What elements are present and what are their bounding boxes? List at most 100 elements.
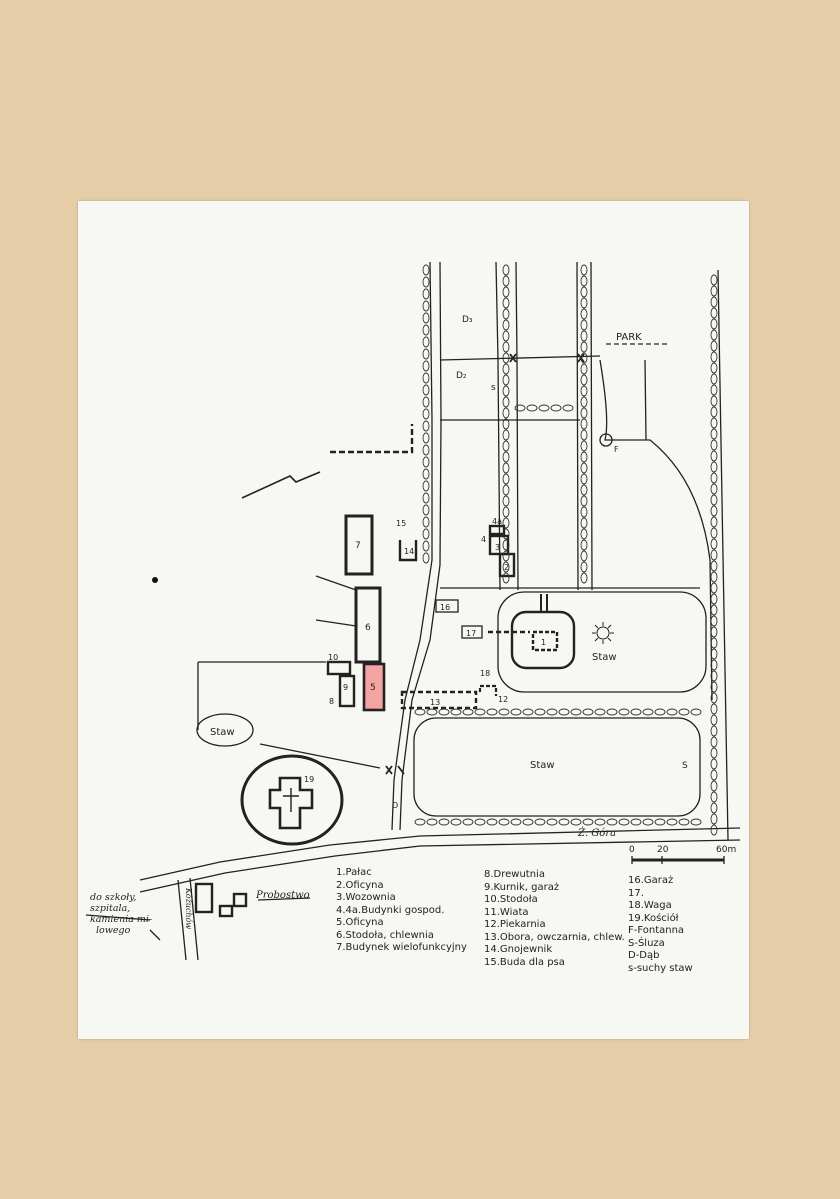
tree — [502, 418, 510, 430]
tree — [502, 517, 510, 529]
allee-line-3 — [576, 261, 579, 591]
tree — [710, 483, 718, 495]
tree — [710, 714, 718, 726]
probostwo-building-1 — [194, 882, 214, 914]
label-kozuchow: Kożuchów — [184, 887, 193, 929]
number-8: 8 — [329, 697, 334, 706]
palace-building — [531, 630, 559, 652]
tree — [710, 296, 718, 308]
scale-ticks — [631, 856, 725, 864]
tree — [562, 404, 574, 412]
building-5 — [362, 662, 386, 712]
tree — [422, 492, 430, 504]
tree — [422, 288, 430, 300]
tree — [422, 528, 430, 540]
tree — [666, 708, 678, 716]
tree — [422, 276, 430, 288]
tree — [510, 708, 522, 716]
tree — [710, 626, 718, 638]
tree — [710, 505, 718, 517]
tree — [502, 506, 510, 518]
tree — [580, 275, 588, 287]
building-12 — [478, 684, 498, 696]
tree — [570, 708, 582, 716]
tree — [580, 506, 588, 518]
tree — [510, 818, 522, 826]
fountain-path-2 — [644, 359, 647, 441]
tree — [422, 480, 430, 492]
tree — [710, 329, 718, 341]
scale-label-20: 20 — [657, 845, 669, 855]
tree — [422, 348, 430, 360]
tree — [710, 571, 718, 583]
tree — [710, 351, 718, 363]
pond-west — [196, 713, 254, 747]
pond-south — [413, 717, 701, 817]
church-cross — [283, 788, 299, 812]
label-f: F — [614, 445, 619, 454]
tree — [502, 440, 510, 452]
tree — [678, 708, 690, 716]
allee-line-4 — [590, 261, 593, 591]
tree — [710, 736, 718, 748]
tree — [502, 352, 510, 364]
tree — [580, 352, 588, 364]
tree — [422, 468, 430, 480]
tree — [450, 818, 462, 826]
tree — [580, 528, 588, 540]
number-9: 9 — [343, 683, 348, 692]
tree — [522, 818, 534, 826]
tree — [438, 818, 450, 826]
tree — [462, 818, 474, 826]
tree — [710, 417, 718, 429]
tree — [710, 527, 718, 539]
tree — [580, 297, 588, 309]
tree — [422, 408, 430, 420]
tree — [582, 708, 594, 716]
label-school-2: szpitala, — [90, 903, 130, 914]
tree — [580, 539, 588, 551]
label-school-4: lowego — [96, 925, 131, 936]
tree — [422, 444, 430, 456]
tree — [414, 818, 426, 826]
tree — [502, 495, 510, 507]
tree — [502, 264, 510, 276]
pond-north — [497, 591, 707, 693]
number-4a: 4a — [492, 517, 502, 526]
tree — [710, 406, 718, 418]
palace-island — [510, 610, 576, 670]
tree — [486, 708, 498, 716]
tree — [422, 372, 430, 384]
field-boundary-west — [197, 661, 381, 769]
tree — [710, 725, 718, 737]
fountain-circle — [599, 433, 613, 447]
label-d2: D₂ — [456, 371, 467, 381]
tree — [618, 818, 630, 826]
tree — [580, 473, 588, 485]
tree — [580, 308, 588, 320]
tree — [710, 494, 718, 506]
tree — [710, 582, 718, 594]
tree — [522, 708, 534, 716]
tree — [580, 495, 588, 507]
tree — [580, 572, 588, 584]
tree — [710, 648, 718, 660]
tree — [710, 318, 718, 330]
tree — [546, 818, 558, 826]
tree — [710, 274, 718, 286]
fountain-path — [599, 359, 713, 701]
tree — [678, 818, 690, 826]
tree — [502, 385, 510, 397]
tree — [580, 440, 588, 452]
tree — [502, 374, 510, 386]
tree — [422, 540, 430, 552]
tree — [710, 538, 718, 550]
tree — [422, 384, 430, 396]
sun-symbol — [592, 622, 614, 644]
tree — [422, 336, 430, 348]
tree — [502, 451, 510, 463]
church-building — [268, 776, 314, 830]
tree — [502, 363, 510, 375]
number-18: 18 — [480, 669, 490, 678]
